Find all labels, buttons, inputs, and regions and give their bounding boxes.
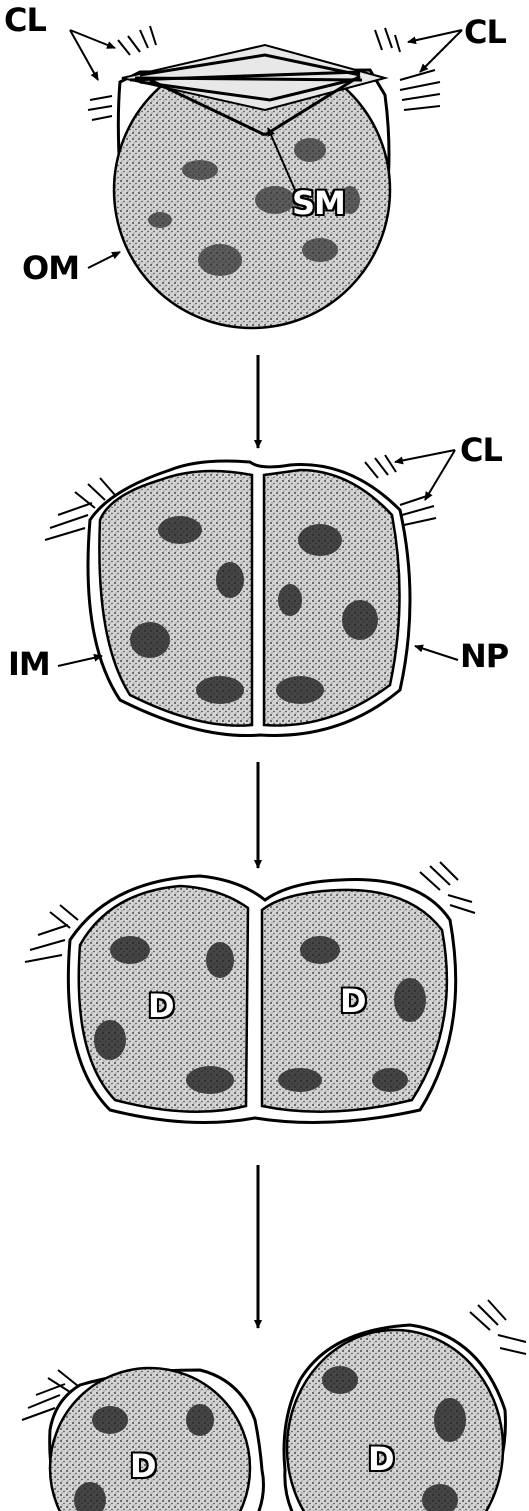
cl-label-stage-2: CL bbox=[460, 434, 502, 466]
d-label-stage-4-left: D bbox=[130, 1450, 156, 1482]
stage-3-cells bbox=[25, 862, 475, 1123]
cl-label-top-left: CL bbox=[4, 4, 46, 36]
im-label: IM bbox=[8, 648, 50, 680]
om-label: OM bbox=[22, 252, 79, 284]
d-label-stage-3-right: D bbox=[340, 985, 366, 1017]
cl-label-top-right: CL bbox=[464, 16, 506, 48]
np-label: NP bbox=[460, 640, 508, 672]
sm-label: SM bbox=[292, 187, 345, 219]
stage-4-cells bbox=[22, 1300, 526, 1511]
stage-1-cell bbox=[70, 26, 462, 328]
stage-2-cell bbox=[45, 450, 458, 736]
d-label-stage-4-right: D bbox=[368, 1443, 394, 1475]
cilia-right bbox=[470, 1300, 526, 1354]
cilia-right bbox=[420, 862, 475, 913]
d-label-stage-3-left: D bbox=[148, 990, 174, 1022]
